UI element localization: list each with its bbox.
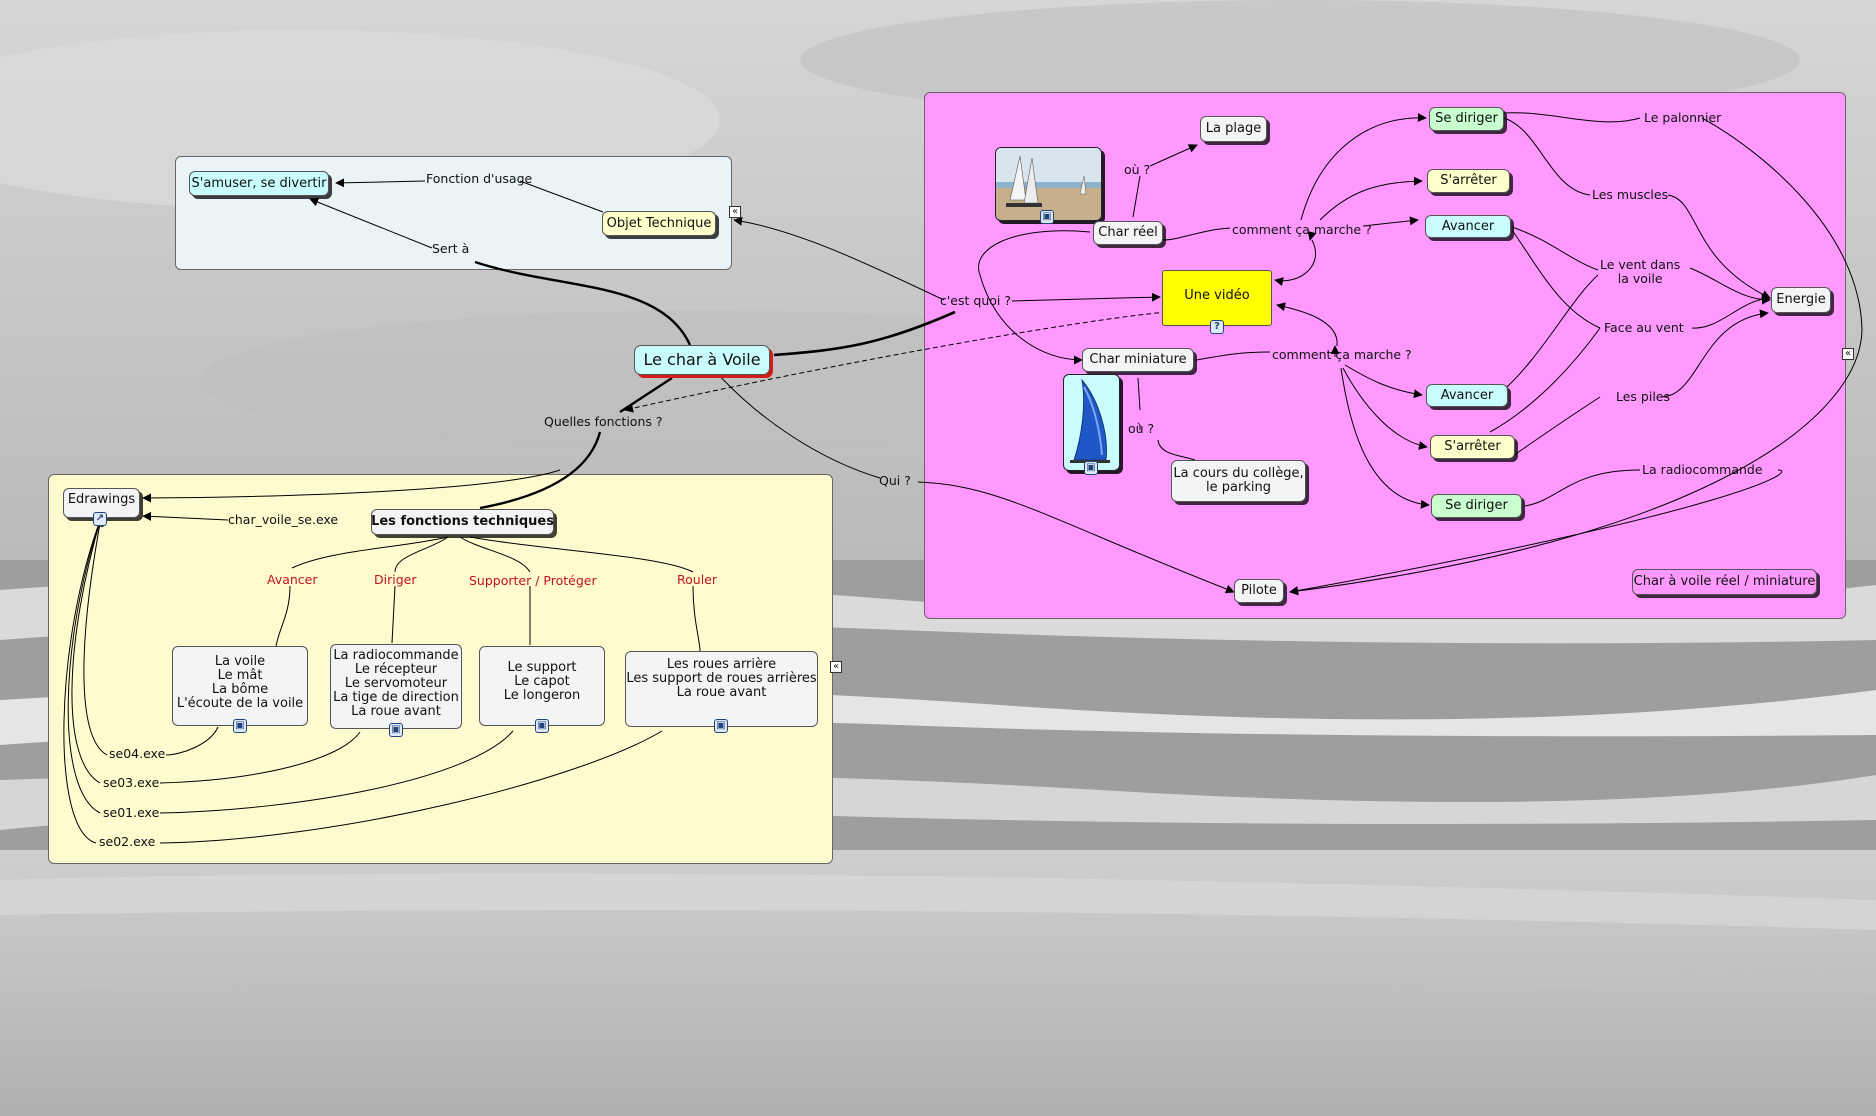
part-line: La bôme — [211, 682, 269, 697]
part-line: Les support de roues arrières — [626, 671, 817, 686]
part-line: Les roues arrière — [666, 657, 777, 672]
node-avancer-1[interactable]: Avancer — [1425, 215, 1511, 238]
node-edrawings-label: Edrawings — [67, 492, 136, 507]
central-node[interactable]: Le char à Voile — [634, 345, 770, 375]
label-face-vent: Face au vent — [1604, 320, 1684, 335]
label-ou-2: où ? — [1128, 421, 1155, 436]
part-line: L'écoute de la voile — [176, 696, 304, 711]
label-ou-1: où ? — [1124, 162, 1151, 177]
image-icon[interactable]: ▣ — [233, 719, 247, 733]
label-qui: Qui ? — [879, 473, 911, 488]
part-line: Le capot — [514, 674, 570, 689]
label-sert-a: Sert à — [432, 241, 470, 256]
node-fonctions-techniques[interactable]: Les fonctions techniques — [371, 509, 554, 535]
node-une-video-label: Une vidéo — [1184, 288, 1250, 303]
part-line: La roue avant — [676, 685, 767, 700]
node-objet-technique[interactable]: Objet Technique — [602, 211, 716, 236]
node-pilote[interactable]: Pilote — [1234, 579, 1284, 603]
label-fn-rouler: Rouler — [677, 572, 717, 587]
node-se-diriger-1[interactable]: Se diriger — [1429, 107, 1504, 131]
image-icon[interactable]: ▣ — [1040, 210, 1054, 224]
miniature-sail-photo — [1070, 378, 1110, 463]
collapse-usage-icon[interactable]: « — [729, 206, 741, 218]
node-sarreter-2[interactable]: S'arrêter — [1430, 435, 1515, 459]
collapse-right-panel-icon[interactable]: « — [1842, 348, 1854, 360]
box-avancer-parts[interactable]: La voile Le mât La bôme L'écoute de la v… — [172, 646, 308, 726]
label-comment-1: comment ça marche ? — [1232, 222, 1372, 237]
label-se01: se01.exe — [103, 805, 160, 820]
node-avancer-1-label: Avancer — [1441, 218, 1495, 234]
label-piles: Les piles — [1616, 389, 1671, 404]
node-char-reel[interactable]: Char réel — [1093, 221, 1163, 245]
label-quelles-fonctions: Quelles fonctions ? — [544, 414, 663, 429]
node-se-diriger-2[interactable]: Se diriger — [1431, 494, 1522, 518]
beach-sailing-photo — [996, 148, 1101, 220]
node-fonctions-techniques-label: Les fonctions techniques — [371, 514, 554, 529]
panel-title-label: Char à voile réel / miniature — [1633, 574, 1816, 589]
part-line: La tige de direction — [333, 690, 459, 705]
photo-char-reel[interactable] — [995, 147, 1102, 221]
node-se-diriger-1-label: Se diriger — [1435, 111, 1498, 126]
label-vent-voile: Le vent dans la voile — [1598, 258, 1682, 286]
part-line: Le mât — [217, 668, 263, 683]
box-rouler-parts[interactable]: Les roues arrière Les support de roues a… — [625, 651, 818, 727]
label-comment-2: comment ça marche ? — [1272, 347, 1412, 362]
part-line: La roue avant — [351, 704, 441, 719]
node-avancer-2[interactable]: Avancer — [1426, 384, 1508, 407]
node-objet-technique-label: Objet Technique — [606, 215, 712, 231]
box-diriger-parts[interactable]: La radiocommande Le récepteur Le servomo… — [330, 644, 462, 729]
node-amuser-label: S'amuser, se divertir — [191, 175, 327, 191]
collapse-functions-icon[interactable]: « — [830, 661, 842, 673]
central-node-label: Le char à Voile — [643, 350, 761, 369]
part-line: Le longeron — [503, 688, 581, 703]
node-amuser[interactable]: S'amuser, se divertir — [189, 171, 329, 196]
label-se02: se02.exe — [99, 834, 156, 849]
image-icon[interactable]: ▣ — [389, 723, 403, 737]
box-supporter-parts[interactable]: Le support Le capot Le longeron — [479, 646, 605, 726]
node-energie-label: Energie — [1776, 292, 1826, 307]
part-line: La radiocommande — [333, 648, 459, 663]
label-cest-quoi: c'est quoi ? — [940, 293, 1011, 308]
edrawings-link-icon[interactable]: ↗ — [93, 512, 107, 526]
label-se03: se03.exe — [103, 775, 160, 790]
label-fn-diriger: Diriger — [374, 572, 417, 587]
image-icon[interactable]: ▣ — [714, 719, 728, 733]
label-vent-voile-line: la voile — [1617, 271, 1663, 286]
node-la-plage-label: La plage — [1205, 121, 1262, 136]
image-icon[interactable]: ▣ — [535, 719, 549, 733]
node-se-diriger-2-label: Se diriger — [1445, 498, 1508, 513]
panel-title-badge: Char à voile réel / miniature — [1632, 569, 1817, 595]
label-fonction-usage: Fonction d'usage — [426, 171, 533, 186]
node-char-miniature[interactable]: Char miniature — [1082, 348, 1194, 372]
node-sarreter-1-label: S'arrêter — [1440, 173, 1497, 188]
part-line: Le servomoteur — [344, 676, 448, 691]
node-cours-line: La cours du collège, — [1173, 466, 1304, 481]
node-une-video[interactable]: Une vidéo — [1162, 270, 1272, 326]
node-avancer-2-label: Avancer — [1440, 387, 1494, 403]
part-line: Le récepteur — [354, 662, 438, 677]
label-radiocommande: La radiocommande — [1642, 462, 1763, 477]
help-icon[interactable]: ? — [1210, 320, 1224, 334]
label-palonnier: Le palonnier — [1644, 110, 1722, 125]
label-se04: se04.exe — [109, 746, 166, 761]
node-sarreter-2-label: S'arrêter — [1444, 439, 1501, 454]
photo-char-miniature[interactable] — [1063, 374, 1120, 471]
node-char-reel-label: Char réel — [1098, 225, 1158, 240]
node-pilote-label: Pilote — [1241, 583, 1277, 598]
label-exe-main: char_voile_se.exe — [228, 512, 339, 527]
node-energie[interactable]: Energie — [1771, 287, 1831, 313]
node-la-plage[interactable]: La plage — [1200, 116, 1267, 142]
label-fn-avancer: Avancer — [267, 572, 318, 587]
label-fn-supporter: Supporter / Protéger — [469, 573, 597, 588]
node-char-miniature-label: Char miniature — [1089, 352, 1187, 367]
image-icon[interactable]: ▣ — [1084, 461, 1098, 475]
node-sarreter-1[interactable]: S'arrêter — [1427, 169, 1510, 193]
part-line: La voile — [214, 654, 266, 669]
label-vent-voile-line: Le vent dans — [1600, 257, 1681, 272]
label-muscles: Les muscles — [1592, 187, 1669, 202]
node-cours-line: le parking — [1206, 480, 1271, 495]
node-cours-college[interactable]: La cours du collège, le parking — [1171, 460, 1306, 502]
part-line: Le support — [507, 660, 577, 675]
